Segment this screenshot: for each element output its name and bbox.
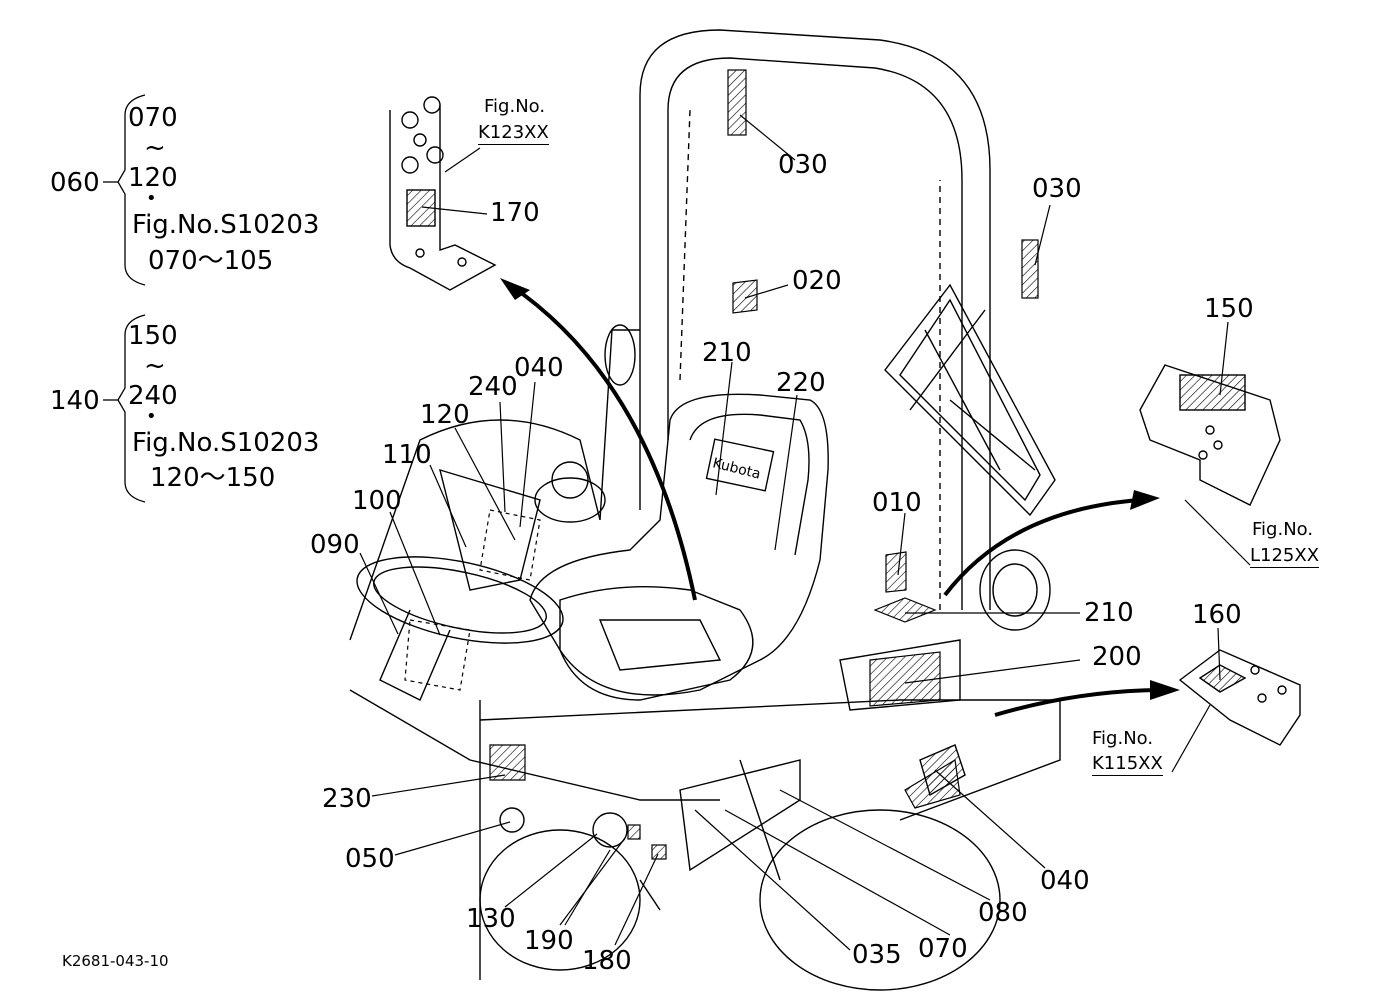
callout-170: 170 xyxy=(490,198,540,228)
callout-120: 120 xyxy=(420,400,470,430)
rear-light xyxy=(979,549,1051,631)
callout-040: 040 xyxy=(1040,866,1090,896)
rops-frame xyxy=(599,29,991,610)
group-060-tilde: ~ xyxy=(144,133,166,163)
group-060-range-from: 070 xyxy=(128,103,178,133)
group-140-id: 140 xyxy=(50,386,100,416)
group-060-range-to: 120 xyxy=(128,163,178,193)
fig-ref-k115xx-caption: Fig.No. xyxy=(1092,728,1154,749)
group-braces xyxy=(103,94,146,503)
callout-110: 110 xyxy=(382,440,432,470)
group-060-fig-range: 070～105 xyxy=(148,246,274,276)
callout-040: 040 xyxy=(514,353,564,383)
callout-010: 010 xyxy=(872,488,922,518)
callout-150: 150 xyxy=(1204,294,1254,324)
callout-130: 130 xyxy=(466,904,516,934)
group-060-fig-ref: Fig.No.S10203 xyxy=(132,210,320,240)
callout-090: 090 xyxy=(310,530,360,560)
callout-100: 100 xyxy=(352,486,402,516)
drawing-id: K2681-043-10 xyxy=(62,952,169,970)
decals xyxy=(404,69,1039,860)
group-140-tilde: ~ xyxy=(144,351,166,381)
callout-020: 020 xyxy=(792,266,842,296)
callout-220: 220 xyxy=(776,368,826,398)
group-140-range-from: 150 xyxy=(128,321,178,351)
pointer-arrows xyxy=(508,283,1166,717)
group-140-fig-ref: Fig.No.S10203 xyxy=(132,428,320,458)
callout-080: 080 xyxy=(978,898,1028,928)
callout-210: 210 xyxy=(702,338,752,368)
callout-240: 240 xyxy=(468,372,518,402)
group-060-id: 060 xyxy=(50,168,100,198)
callout-200: 200 xyxy=(1092,642,1142,672)
operator-seat xyxy=(529,393,829,701)
steering-wheel xyxy=(356,556,564,701)
fig-ref-l125xx-number: L125XX xyxy=(1250,545,1320,568)
group-140-range-to: 240 xyxy=(128,381,178,411)
fig-ref-k123xx-number: K123XX xyxy=(478,122,549,145)
dashboard xyxy=(349,419,720,801)
leader-lines xyxy=(359,114,1251,951)
fig-ref-k115xx-number: K115XX xyxy=(1092,753,1163,776)
callout-050: 050 xyxy=(345,844,395,874)
callout-230: 230 xyxy=(322,784,372,814)
callout-035: 035 xyxy=(852,940,902,970)
callout-190: 190 xyxy=(524,926,574,956)
callout-160: 160 xyxy=(1192,600,1242,630)
front-light xyxy=(604,324,636,386)
group-140-dot: • xyxy=(146,406,157,427)
side-screen xyxy=(884,283,1056,517)
callout-210: 210 xyxy=(1084,598,1134,628)
group-140-fig-range: 120～150 xyxy=(150,463,276,493)
group-060-dot: • xyxy=(146,188,157,209)
callout-030: 030 xyxy=(778,150,828,180)
fig-ref-k123xx-caption: Fig.No. xyxy=(484,96,546,117)
inset-plate-k115xx xyxy=(1178,649,1301,746)
inset-bracket-l125xx xyxy=(1139,364,1281,506)
callout-030: 030 xyxy=(1032,174,1082,204)
callout-180: 180 xyxy=(582,946,632,976)
fig-ref-l125xx-caption: Fig.No. xyxy=(1252,519,1314,540)
callout-070: 070 xyxy=(918,934,968,964)
